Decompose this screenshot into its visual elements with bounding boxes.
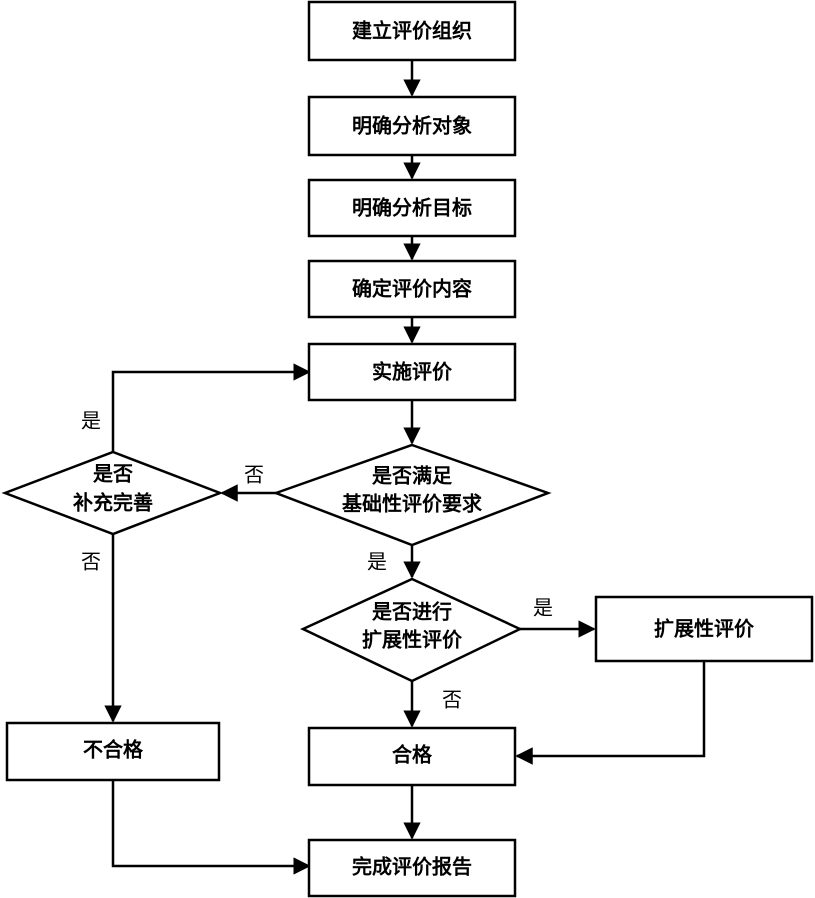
decision-meet-basic-requirements: 是否满足 基础性评价要求 (272, 443, 552, 547)
node-extended-evaluation: 扩展性评价 (594, 595, 814, 663)
decision-meet-line2: 基础性评价要求 (342, 492, 483, 516)
node-pass: 合格 (307, 726, 517, 787)
node-complete-report-label: 完成评价报告 (352, 855, 472, 879)
edges (104, 60, 706, 875)
node-fail-label: 不合格 (83, 738, 144, 762)
edge-fail-report (111, 780, 311, 875)
node-clarify-goal: 明确分析目标 (307, 178, 517, 238)
label-extend-yes: 是 (533, 596, 553, 620)
label-meet-yes: 是 (367, 550, 387, 574)
decision-extend-line1: 是否进行 (371, 600, 452, 624)
node-determine-content-label: 确定评价内容 (352, 277, 472, 301)
node-complete-report: 完成评价报告 (307, 838, 517, 898)
node-fail: 不合格 (5, 721, 221, 782)
decision-meet-line1: 是否满足 (371, 464, 453, 488)
node-determine-content: 确定评价内容 (307, 259, 517, 319)
edge-extended-pass (515, 662, 706, 765)
node-clarify-object-label: 明确分析对象 (352, 114, 472, 138)
label-extend-no: 否 (442, 688, 462, 712)
label-meet-no: 否 (244, 463, 264, 487)
node-clarify-goal-label: 明确分析目标 (352, 196, 472, 220)
decision-supplement: 是否 补充完善 (1, 450, 224, 536)
decision-extend: 是否进行 扩展性评价 (300, 577, 523, 683)
node-implement-evaluation: 实施评价 (307, 342, 517, 402)
node-establish-organization-label: 建立评价组织 (352, 19, 472, 43)
decision-supplement-line2: 补充完善 (72, 491, 153, 515)
label-supplement-yes: 是 (81, 409, 101, 433)
node-clarify-object: 明确分析对象 (307, 95, 517, 157)
edge-labels: 是 否 否 是 是 否 (81, 409, 553, 712)
decision-extend-line2: 扩展性评价 (362, 628, 463, 652)
decision-supplement-line1: 是否 (92, 462, 133, 486)
label-supplement-no: 否 (81, 550, 101, 574)
node-extended-evaluation-label: 扩展性评价 (654, 617, 755, 641)
node-implement-evaluation-label: 实施评价 (372, 360, 453, 384)
node-pass-label: 合格 (392, 743, 433, 767)
node-establish-organization: 建立评价组织 (307, 0, 517, 62)
edge-supplement-implement (111, 363, 311, 452)
